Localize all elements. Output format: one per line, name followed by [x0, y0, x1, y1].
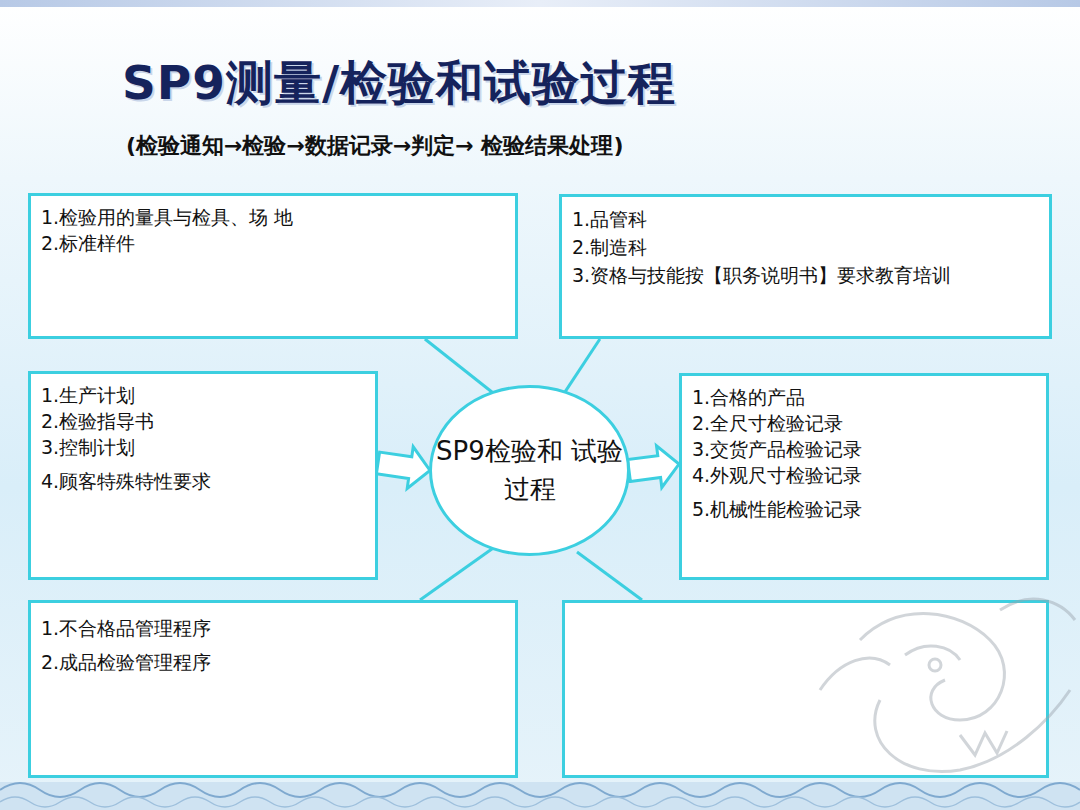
list-item: 5.机械性能检验记录 [692, 496, 1036, 522]
empty-box [564, 602, 1048, 777]
diagram-title: SP9测量/检验和试验过程 [122, 52, 676, 115]
list-item: 1.检验用的量具与检具、场 地 [41, 204, 505, 230]
list-item: 4.顾客特殊特性要求 [41, 468, 365, 494]
people-box: 1.品管科2.制造科3.资格与技能按【职务说明书】要求教育培训 [559, 194, 1052, 339]
list-item: 3.交货产品检验记录 [692, 436, 1036, 462]
connector-line [425, 339, 492, 392]
top-bar [0, 0, 1080, 7]
dragon-ornament [820, 599, 1075, 771]
list-item: 1.生产计划 [41, 382, 365, 408]
process-label: SP9检验和 试验过程 [435, 433, 625, 508]
list-item: 2.制造科 [572, 233, 1039, 261]
list-item: 2.成品检验管理程序 [41, 645, 505, 679]
list-item: 1.不合格品管理程序 [41, 611, 505, 645]
output-box: 1.合格的产品2.全尺寸检验记录3.交货产品检验记录4.外观尺寸检验记录 5.机械… [679, 373, 1049, 580]
connector-line [577, 552, 642, 600]
connector-line [565, 339, 600, 392]
connector-line [420, 549, 492, 600]
list-item: 1.品管科 [572, 205, 1039, 233]
list-item: 3.资格与技能按【职务说明书】要求教育培训 [572, 261, 1039, 289]
list-item: 2.标准样件 [41, 230, 505, 256]
resource-box: 1.检验用的量具与检具、场 地2.标准样件 [28, 193, 518, 339]
procedure-box: 1.不合格品管理程序2.成品检验管理程序 [28, 600, 518, 778]
list-item: 2.全尺寸检验记录 [692, 410, 1036, 436]
wave-band [0, 782, 1080, 810]
process-ellipse: SP9检验和 试验过程 [429, 385, 630, 556]
block-arrow [628, 446, 679, 488]
block-arrow [376, 447, 430, 489]
input-box: 1.生产计划2.检验指导书3.控制计划 4.顾客特殊特性要求 [28, 371, 378, 580]
list-item: 4.外观尺寸检验记录 [692, 462, 1036, 488]
list-item: 2.检验指导书 [41, 408, 365, 434]
list-item: 3.控制计划 [41, 434, 365, 460]
diagram-subtitle: (检验通知→检验→数据记录→判定→ 检验结果处理) [126, 131, 624, 161]
list-item: 1.合格的产品 [692, 384, 1036, 410]
ellipse-outline [429, 385, 630, 556]
